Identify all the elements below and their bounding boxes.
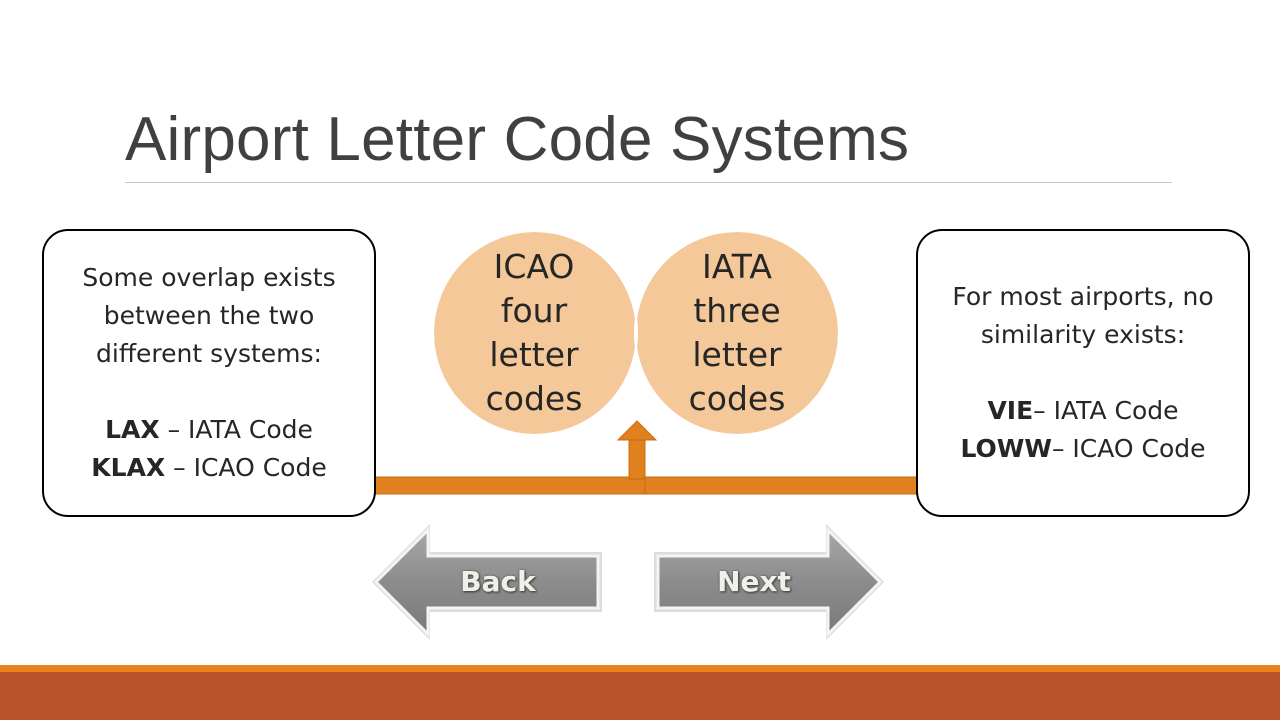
icao-label-line: letter [489,335,579,374]
example-row-klax: KLAX – ICAO Code [44,449,374,487]
example-row-loww: LOWW– ICAO Code [918,430,1248,468]
title-divider [125,182,1172,183]
left-arrow-icon [372,524,602,640]
right-arrow-icon [654,524,884,640]
code-lax-type: – IATA Code [159,415,313,444]
code-lax: LAX [105,415,160,444]
overlap-text-line1: Some overlap exists [82,263,336,292]
next-label: Next [717,565,791,598]
code-loww-type: – ICAO Code [1051,434,1206,463]
icao-circle-label: ICAO four letter codes [434,245,634,421]
icao-label-line: ICAO [493,247,575,286]
back-button[interactable]: Back [368,520,608,644]
code-loww: LOWW [960,434,1052,463]
iata-circle-label: IATA three letter codes [637,245,837,421]
example-row-lax: LAX – IATA Code [44,411,374,449]
next-button[interactable]: Next [648,520,888,644]
no-similarity-info-box: For most airports, no similarity exists:… [916,229,1250,517]
code-vie: VIE [987,396,1034,425]
code-klax-type: – ICAO Code [165,453,327,482]
iata-label-line: IATA [702,247,772,286]
footer-bar [0,672,1280,720]
iata-label-line: three [693,291,781,330]
overlap-text-line3: different systems: [96,339,322,368]
code-vie-type: – IATA Code [1033,396,1179,425]
back-label: Back [460,565,536,598]
footer-accent-stripe [0,665,1280,672]
code-klax: KLAX [91,453,166,482]
overlap-info-box: Some overlap exists between the two diff… [42,229,376,517]
iata-label-line: codes [688,379,786,418]
no-similarity-text-line2: similarity exists: [980,320,1186,349]
overlap-text-line2: between the two [103,301,315,330]
slide-title: Airport Letter Code Systems [125,105,910,174]
iata-label-line: letter [692,335,782,374]
no-similarity-text-line1: For most airports, no [952,282,1214,311]
example-row-vie: VIE– IATA Code [918,392,1248,430]
icao-label-line: codes [485,379,583,418]
icao-label-line: four [500,291,568,330]
